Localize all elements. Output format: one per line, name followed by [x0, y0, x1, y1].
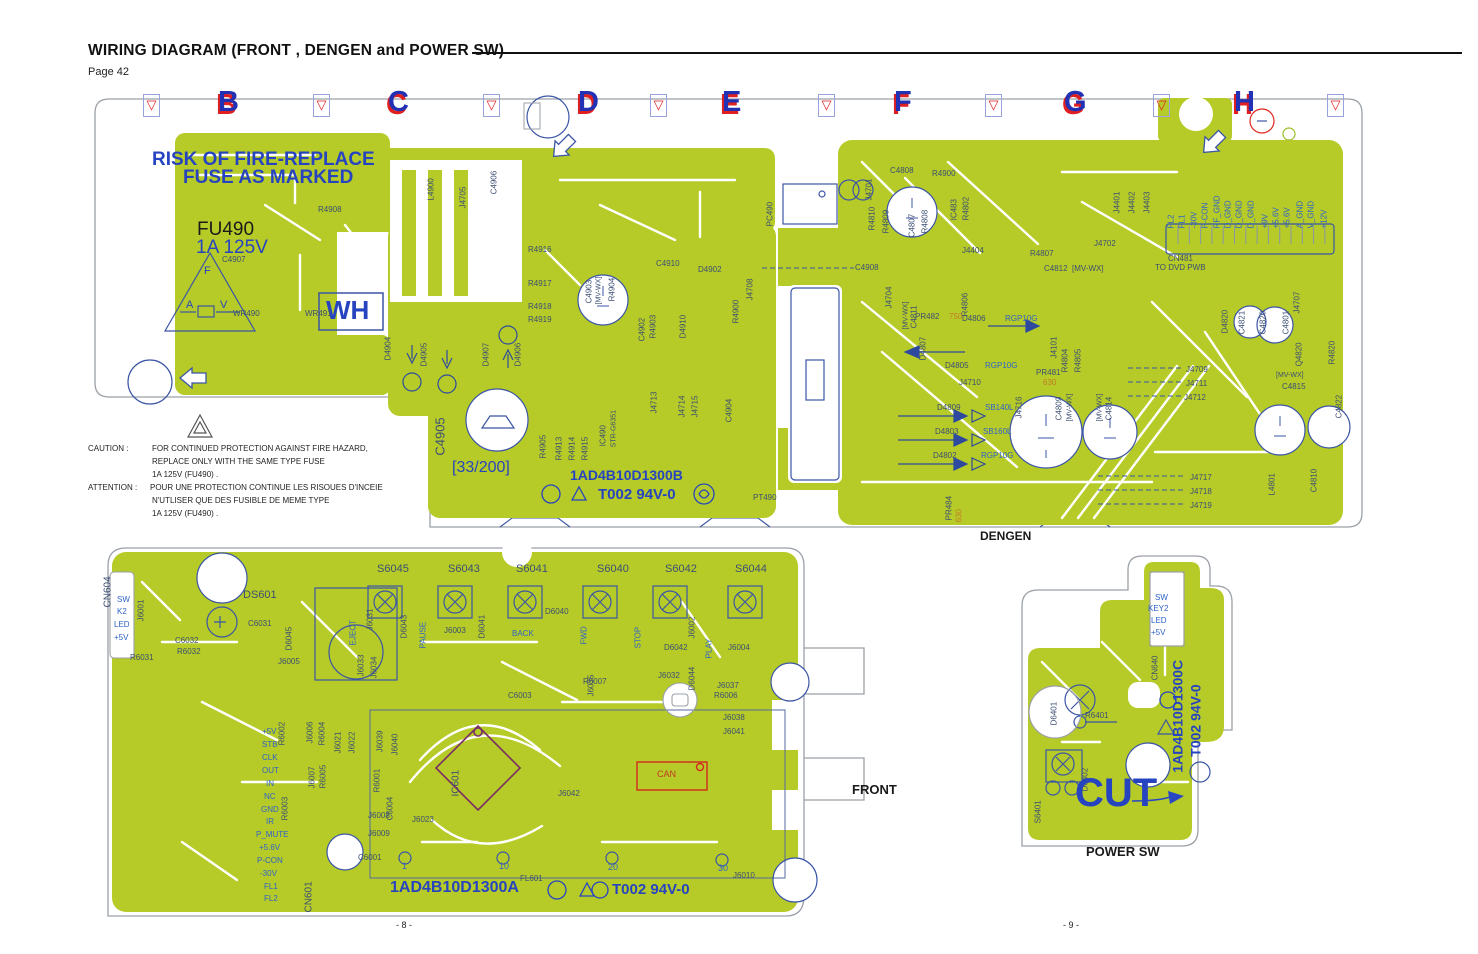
triangle-logo-icon [570, 485, 588, 501]
round-logo-icon [547, 880, 567, 900]
footer-page-right: - 9 - [1063, 920, 1080, 930]
attention-line: 1A 125V (FU490) . [152, 509, 219, 518]
cn481-connector-outline [1165, 223, 1335, 255]
caution-line: REPLACE ONLY WITH THE SAME TYPE FUSE [152, 457, 325, 466]
warning-triangle-icon [186, 413, 214, 438]
footer-page-left: - 8 - [396, 920, 413, 930]
pointer-arrow-icons [178, 129, 1227, 390]
attention-line: N'UTLISER QUE DES FUSIBLE DE MEME TYPE [152, 496, 330, 505]
triangle-logo-icon [578, 881, 596, 897]
page-number-label: Page 42 [88, 66, 129, 78]
ul-logo-icon [591, 881, 609, 899]
red-circle-mark [1249, 108, 1275, 134]
cut-arrow [1131, 796, 1171, 802]
ul-logo-icon [541, 484, 561, 504]
page-title: WIRING DIAGRAM (FRONT , DENGEN and POWER… [88, 42, 505, 59]
caution-label: CAUTION : [88, 444, 129, 453]
round-logo-icon [693, 483, 715, 505]
certification-logos [541, 483, 1177, 900]
front-switch-outlines [196, 552, 818, 903]
attention-label: ATTENTION : [88, 483, 138, 492]
fuse-warning-triangle-icon [163, 251, 257, 332]
title-rule [472, 52, 1462, 54]
diode-symbols [402, 319, 1041, 471]
board-copper-fill [112, 98, 1343, 912]
wh-callout-box [318, 292, 384, 331]
attention-line: POUR UNE PROTECTION CONTINUE LES RISOUES… [150, 483, 383, 492]
ul-logo-icon [1159, 691, 1177, 709]
caution-line: 1A 125V (FU490) . [152, 470, 219, 479]
caution-line: FOR CONTINUED PROTECTION AGAINST FIRE HA… [152, 444, 368, 453]
power-sw-outlines [1045, 684, 1211, 796]
can-outline [636, 761, 708, 791]
trace-art [140, 153, 1282, 882]
ic601-outline [434, 724, 522, 812]
transformer-outline [790, 287, 840, 481]
